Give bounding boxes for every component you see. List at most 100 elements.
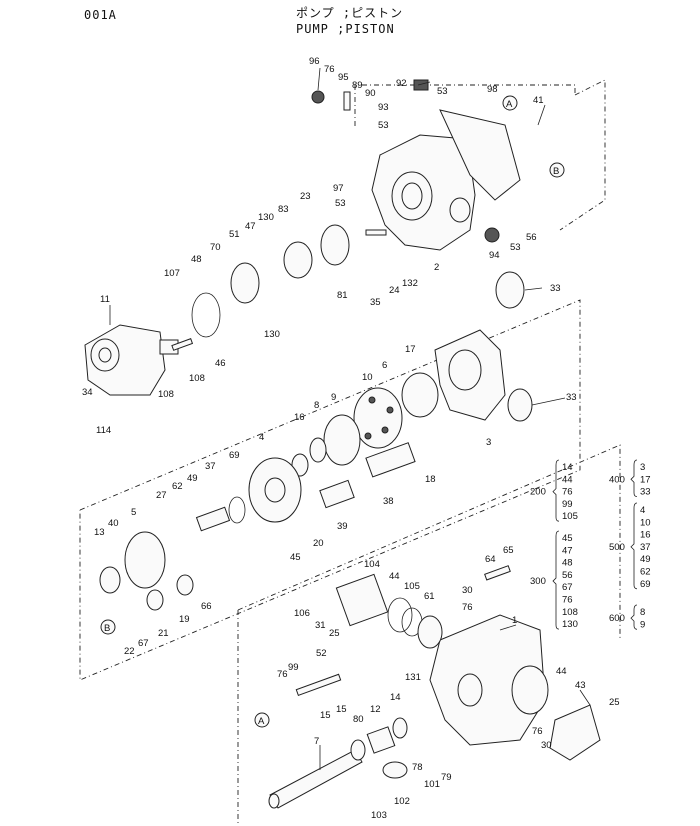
kit-500-member: 62: [640, 567, 651, 578]
part-label-99: 99: [288, 662, 299, 673]
kit-500-member: 69: [640, 579, 651, 590]
kit-600-brace: [630, 604, 638, 630]
kit-400-id: 400: [609, 474, 625, 485]
kit-300-member: 130: [562, 619, 578, 630]
part-label-33: 33: [566, 392, 577, 403]
kit-500-member: 10: [640, 517, 651, 528]
leader-96: [317, 67, 321, 91]
valve-plate-5: [124, 531, 166, 589]
leader-33-right: [531, 397, 566, 406]
part-label-96: 96: [309, 56, 320, 67]
part-label-27: 27: [156, 490, 167, 501]
kit-200-member: 44: [562, 474, 573, 485]
part-label-1: 1: [512, 615, 517, 626]
part-label-19: 19: [179, 614, 190, 625]
part-label-64: 64: [485, 554, 496, 565]
part-label-41: 41: [533, 95, 544, 106]
kit-400-member: 3: [640, 462, 645, 473]
part-label-44: 44: [389, 571, 400, 582]
kit-500-id: 500: [609, 542, 625, 553]
part-label-40: 40: [108, 518, 119, 529]
kit-300-member: 45: [562, 533, 573, 544]
part-label-5: 5: [131, 507, 136, 518]
bearing-12: [366, 726, 396, 754]
part-label-18: 18: [425, 474, 436, 485]
plug-92: [413, 79, 429, 91]
plug-96: [311, 90, 325, 104]
part-label-10: 10: [362, 372, 373, 383]
part-label-107: 107: [164, 268, 180, 279]
part-label-17: 17: [405, 344, 416, 355]
leader-1: [499, 624, 517, 631]
bearing-33-right: [507, 388, 533, 422]
bearing-13: [99, 566, 121, 594]
bearing-33-top: [495, 271, 525, 309]
swash-plate-3: [434, 329, 506, 421]
part-label-2: 2: [434, 262, 439, 273]
main-housing-1: [429, 614, 549, 746]
part-label-108: 108: [158, 389, 174, 400]
part-label-97: 97: [333, 183, 344, 194]
part-label-89: 89: [352, 80, 363, 91]
part-label-130: 130: [264, 329, 280, 340]
part-label-47: 47: [245, 221, 256, 232]
kit-300-member: 56: [562, 570, 573, 581]
ref-a-label-bottom: A: [258, 716, 265, 727]
ref-b-label-top: B: [553, 166, 559, 177]
part-label-78: 78: [412, 762, 423, 773]
leader-41: [537, 104, 546, 126]
kit-500-brace: [630, 502, 638, 590]
part-label-65: 65: [503, 545, 514, 556]
part-label-98: 98: [487, 84, 498, 95]
leader-33-top: [524, 287, 543, 291]
part-label-35: 35: [370, 297, 381, 308]
kit-200-member: 14: [562, 462, 573, 473]
part-label-94: 94: [489, 250, 500, 261]
diagram-code: 001A: [84, 8, 117, 22]
part-label-76: 76: [462, 602, 473, 613]
part-label-70: 70: [210, 242, 221, 253]
spool-19: [176, 574, 194, 596]
kit-200-member: 105: [562, 511, 578, 522]
part-label-81: 81: [337, 290, 348, 301]
part-label-4: 4: [259, 432, 264, 443]
part-label-80: 80: [353, 714, 364, 725]
part-label-15: 15: [336, 704, 347, 715]
part-label-21: 21: [158, 628, 169, 639]
part-label-24: 24: [389, 285, 400, 296]
frame-middle: [79, 299, 581, 681]
part-label-15: 15: [320, 710, 331, 721]
part-label-45: 45: [290, 552, 301, 563]
kit-500-member: 49: [640, 554, 651, 565]
fitting-21: [146, 589, 164, 611]
part-label-38: 38: [383, 496, 394, 507]
kit-300-member: 47: [562, 545, 573, 556]
part-label-53: 53: [510, 242, 521, 253]
part-label-132: 132: [402, 278, 418, 289]
kit-400-member: 17: [640, 474, 651, 485]
kit-300-member: 76: [562, 595, 573, 606]
part-label-83: 83: [278, 204, 289, 215]
kit-600-member: 9: [640, 619, 645, 630]
kit-500-member: 16: [640, 530, 651, 541]
kit-300-member: 48: [562, 558, 573, 569]
spring-37: [195, 506, 231, 532]
part-label-44: 44: [556, 666, 567, 677]
part-label-8: 8: [314, 400, 319, 411]
part-label-131: 131: [405, 672, 421, 683]
leader-43: [579, 689, 591, 706]
spacer-80: [350, 739, 366, 761]
frame-bottom: [237, 444, 621, 640]
ref-b-marker-top: [549, 162, 565, 178]
leader-92: [417, 81, 431, 86]
part-label-23: 23: [300, 191, 311, 202]
kit-500-member: 37: [640, 542, 651, 553]
kit-groups: 2001444769910540031733300454748566776108…: [530, 459, 651, 630]
kit-400-brace: [630, 459, 638, 497]
ref-a-marker-bottom: [254, 712, 270, 728]
spring-69: [228, 496, 246, 524]
part-label-106: 106: [294, 608, 310, 619]
part-label-67: 67: [138, 638, 149, 649]
piston-block-10: [353, 387, 403, 449]
part-label-3: 3: [486, 437, 491, 448]
